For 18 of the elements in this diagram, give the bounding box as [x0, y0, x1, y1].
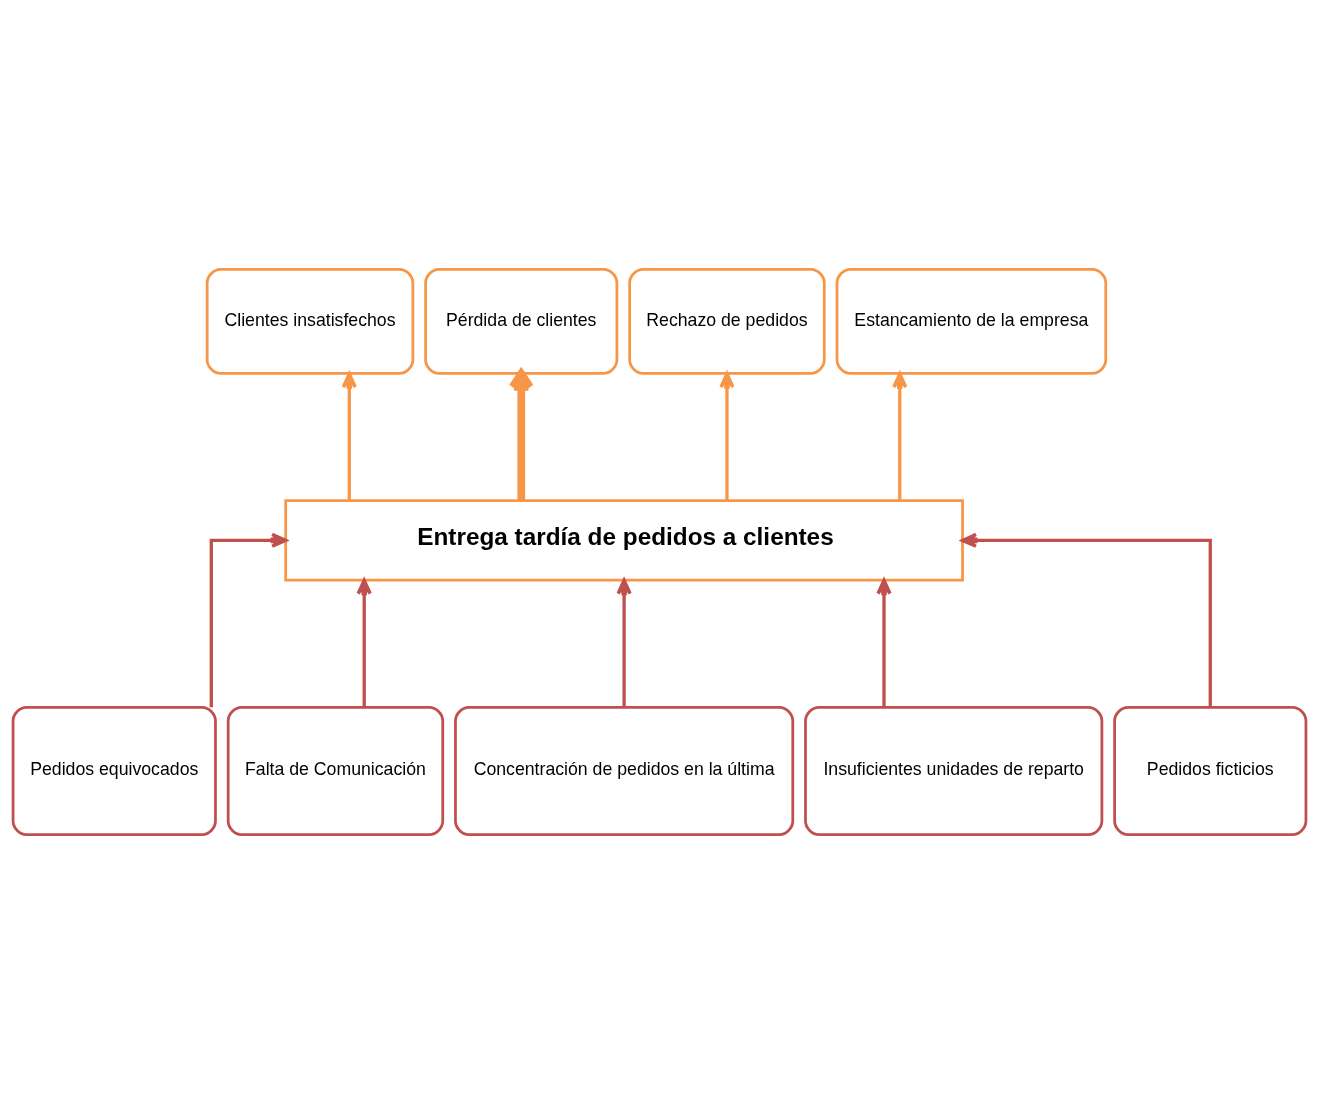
node-box: Pedidos equivocados: [11, 705, 217, 836]
node-box: Estancamiento de la empresa: [835, 267, 1108, 375]
node-box: Falta de Comunicación: [226, 705, 445, 836]
arrow: [876, 578, 892, 707]
arrow: [209, 532, 288, 707]
arrow: [356, 578, 372, 707]
node-box: Entrega tardía de pedidos a clientes: [284, 498, 964, 582]
node-box: Insuficientes unidades de reparto: [804, 705, 1104, 836]
arrow: [892, 371, 908, 500]
node-box: Clientes insatisfechos: [205, 267, 415, 375]
arrow: [719, 371, 735, 500]
node-box: Pedidos ficticios: [1113, 705, 1308, 836]
node-box: Pérdida de clientes: [424, 267, 619, 375]
node-box: Rechazo de pedidos: [628, 267, 826, 375]
arrow: [341, 371, 357, 500]
arrow: [960, 532, 1212, 707]
arrow: [616, 578, 632, 707]
node-box: Concentración de pedidos en la última: [454, 705, 795, 836]
